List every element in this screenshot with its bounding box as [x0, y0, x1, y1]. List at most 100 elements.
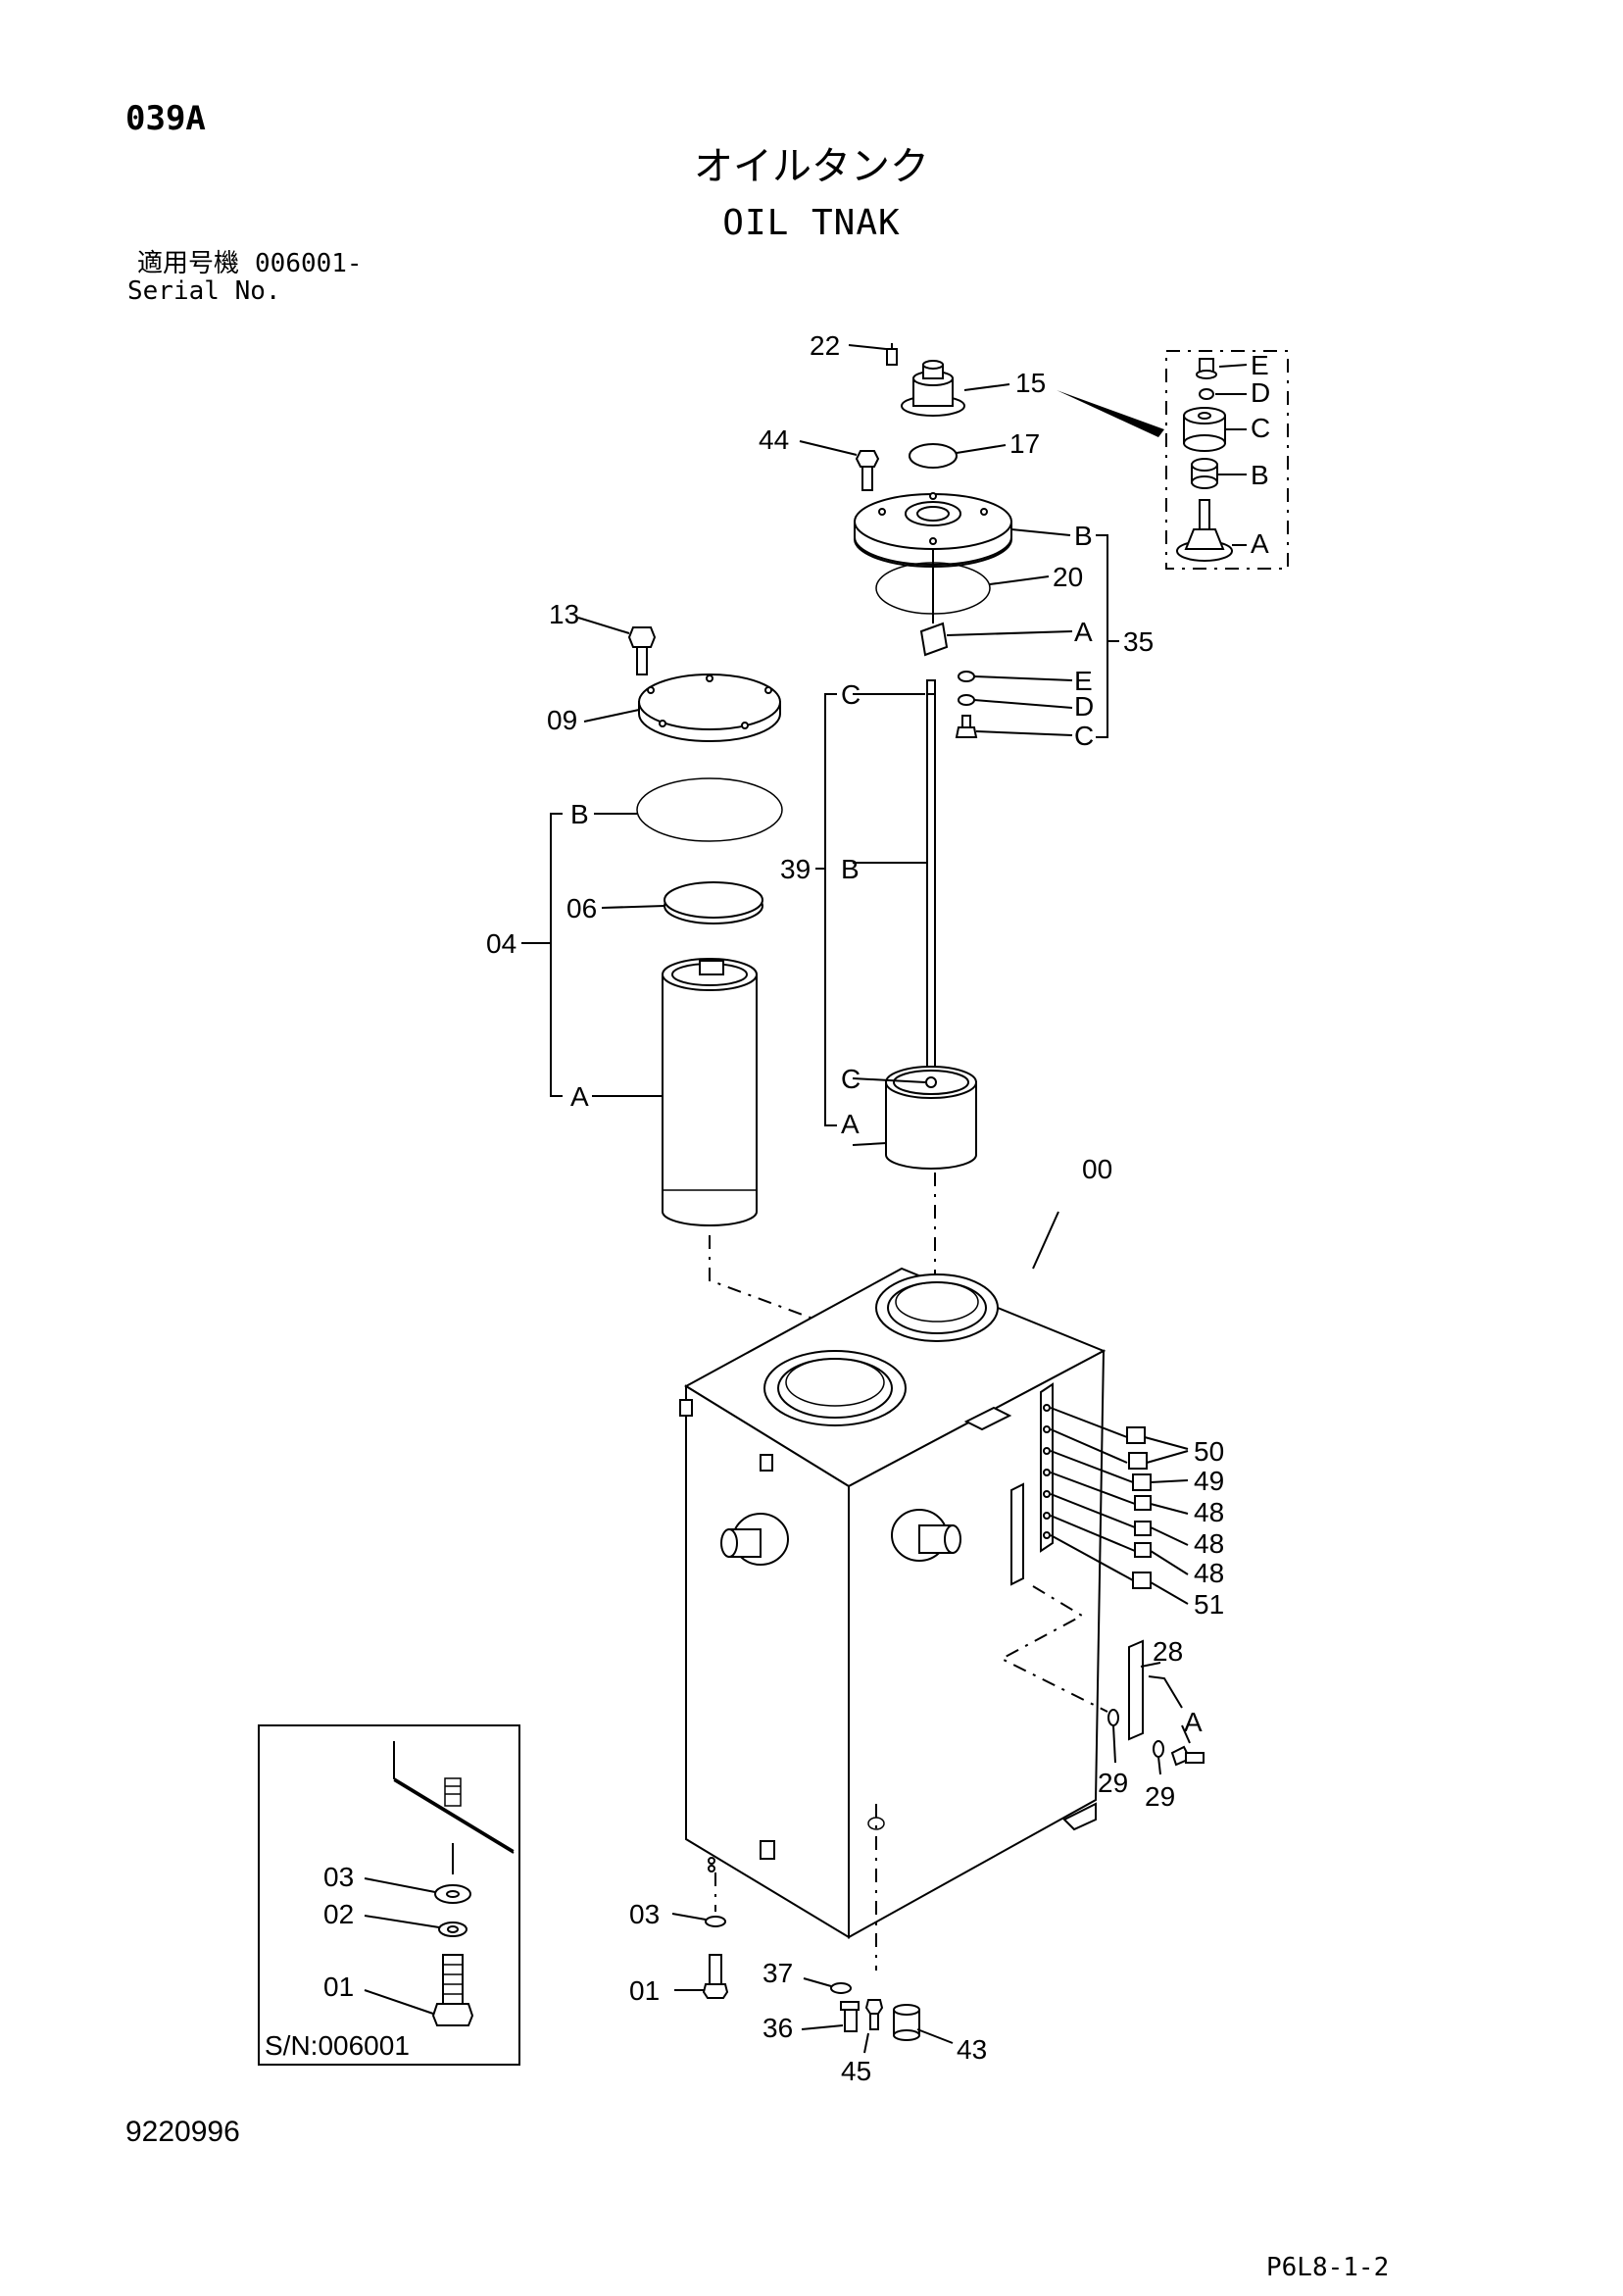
callout-50: 50: [1194, 1436, 1224, 1467]
callout-20: 20: [1053, 562, 1083, 592]
inset-callout-01: 01: [323, 1972, 354, 2002]
callout-15: 15: [1015, 368, 1046, 398]
part-04a-filter-element: [592, 958, 758, 1226]
kit-part-a: [1176, 499, 1247, 562]
letter-35-d: D: [1074, 691, 1094, 722]
part-29-washer-right: [1153, 1740, 1164, 1775]
inset-part-03-washer: [364, 1877, 471, 1904]
title-english: OIL TNAK: [722, 203, 901, 243]
inset-detail-box: [258, 1724, 520, 2066]
callout-13: 13: [549, 599, 579, 629]
callout-06: 06: [566, 893, 597, 923]
bracket-35: [1096, 534, 1119, 738]
callout-00: 00: [1082, 1154, 1112, 1184]
kit-letter-d: D: [1251, 377, 1270, 408]
callout-29-right: 29: [1145, 1781, 1175, 1812]
callout-44: 44: [759, 424, 789, 455]
part-03-washer: [671, 1913, 726, 1927]
part-29-washer-left: [1107, 1709, 1119, 1764]
letter-04-a: A: [570, 1081, 589, 1112]
letter-35-e: E: [1074, 666, 1093, 696]
part-45-fitting: [863, 1999, 884, 2054]
part-39-rod: [926, 679, 936, 1076]
centerline-filter: [709, 1235, 838, 1328]
part-35a-bracket: [919, 622, 1073, 657]
callout-39: 39: [780, 854, 811, 884]
drain-hole: [867, 1817, 885, 1830]
callout-01: 01: [629, 1975, 660, 2006]
callout-09: 09: [547, 705, 577, 735]
part-35-cover-plate: [854, 492, 1071, 568]
part-17-seal: [909, 443, 1007, 469]
callout-36: 36: [762, 2013, 793, 2043]
callout-35: 35: [1123, 626, 1154, 657]
callout-28: 28: [1153, 1636, 1183, 1667]
part-28-level-gauge: [1128, 1639, 1183, 1741]
title-japanese: オイルタンク: [694, 144, 929, 189]
callout-48-second: 48: [1194, 1528, 1224, 1559]
part-04b-gasket: [594, 777, 783, 842]
letter-28-a: A: [1184, 1707, 1203, 1737]
serial-label-japanese: 適用号機 006001-: [137, 251, 363, 276]
kit-detail-box: [1057, 350, 1289, 570]
page-code: 039A: [125, 99, 206, 138]
callout-48-third: 48: [1194, 1558, 1224, 1588]
letter-39-b: B: [841, 854, 860, 884]
bracket-39: [815, 693, 927, 1126]
kit-letter-a: A: [1251, 528, 1269, 559]
inset-callout-02: 02: [323, 1899, 354, 1929]
kit-part-c: [1183, 407, 1247, 452]
part-22-screw: [848, 343, 898, 366]
serial-value: 006001-: [255, 249, 363, 278]
callout-04: 04: [486, 928, 516, 959]
part-35c-bolt: [955, 715, 1073, 738]
kit-part-d: [1199, 388, 1247, 400]
drawing-number: 9220996: [125, 2116, 240, 2148]
bracket-04: [521, 813, 563, 1097]
letter-35-b: B: [1074, 521, 1093, 551]
part-00-tank-body: [679, 1211, 1107, 1939]
callout-29-left: 29: [1098, 1768, 1128, 1798]
callout-03: 03: [629, 1899, 660, 1929]
part-44-bolt: [799, 440, 880, 491]
letter-39-a: A: [841, 1109, 860, 1139]
part-15-breather-cap: [901, 360, 1010, 417]
centerline-gauge: [999, 1585, 1108, 1713]
inset-callout-03: 03: [323, 1862, 354, 1892]
sensor-connectors: [1050, 1407, 1189, 1605]
callout-37: 37: [762, 1958, 793, 1988]
page-reference: P6L8-1-2: [1266, 2253, 1390, 2282]
inset-serial: S/N:006001: [265, 2030, 410, 2061]
kit-part-b: [1191, 458, 1247, 489]
part-13-bolt: [577, 617, 657, 675]
callout-43: 43: [957, 2034, 987, 2065]
callout-22: 22: [810, 330, 840, 361]
callout-49: 49: [1194, 1466, 1224, 1496]
serial-label-english: Serial No.: [127, 276, 281, 306]
letter-04-b: B: [570, 799, 589, 829]
callout-45: 45: [841, 2056, 871, 2086]
inset-part-02-spring-washer: [364, 1915, 467, 1937]
part-20-gasket: [875, 562, 1050, 615]
letter-35-c: C: [1074, 721, 1094, 751]
part-36-plug: [801, 2001, 860, 2032]
part-01-bolt: [674, 1954, 729, 1999]
kit-letter-e: E: [1251, 350, 1269, 380]
kit-part-e: [1196, 358, 1248, 379]
letter-39-c-top: C: [841, 679, 861, 710]
letter-35-a: A: [1074, 617, 1093, 647]
callout-51: 51: [1194, 1589, 1224, 1620]
serial-label-jp-text: 適用号機: [137, 249, 240, 278]
inset-part-01-bolt: [364, 1954, 474, 2026]
kit-letter-b: B: [1251, 460, 1269, 490]
part-39a-strainer: [852, 1066, 977, 1170]
part-28a-bolt: [1170, 1724, 1205, 1767]
callout-17: 17: [1009, 428, 1040, 459]
letter-39-c-bottom: C: [841, 1064, 861, 1094]
callout-48-first: 48: [1194, 1497, 1224, 1527]
kit-letter-c: C: [1251, 413, 1270, 443]
part-43-drain-plug: [893, 2004, 954, 2044]
part-06-spring-ring: [601, 881, 763, 924]
part-09-cover: [583, 674, 781, 742]
